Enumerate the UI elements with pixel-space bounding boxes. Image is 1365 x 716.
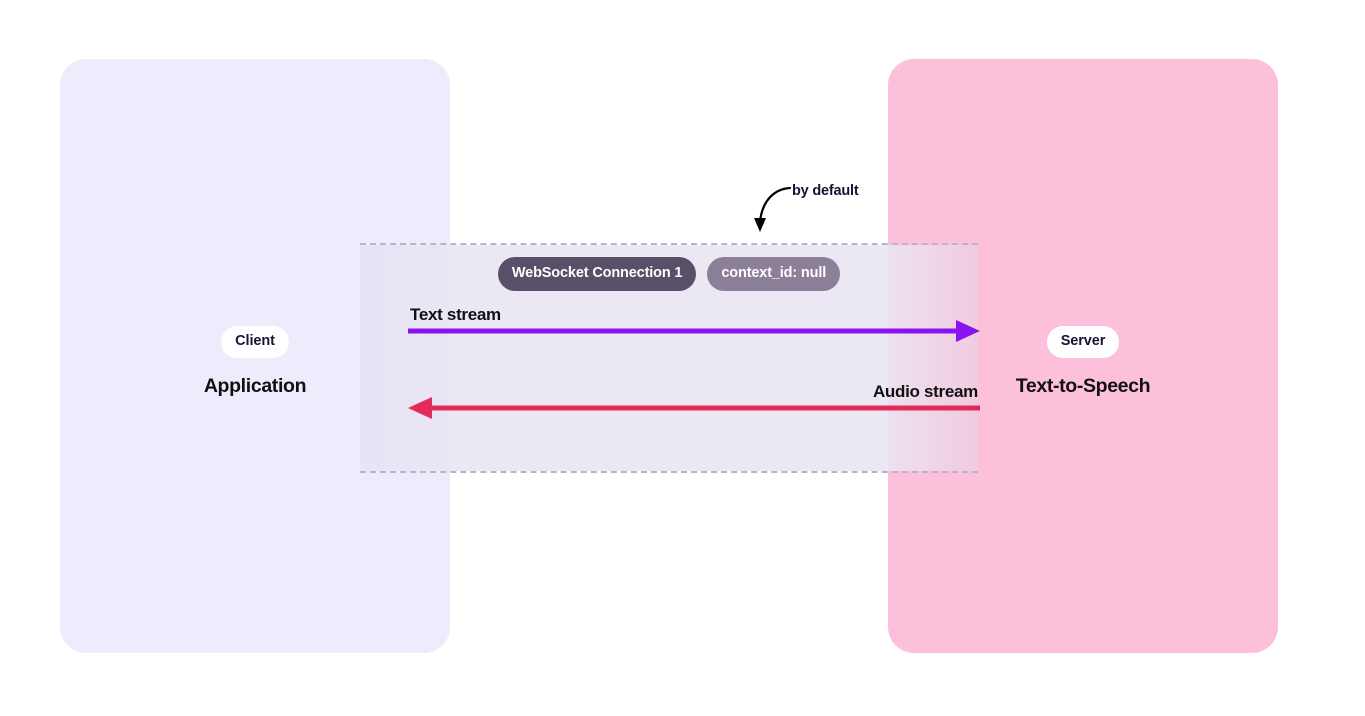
curved-arrow-icon — [754, 186, 792, 232]
by-default-annotation: by default — [744, 170, 924, 245]
server-panel-content: Server Text-to-Speech — [888, 326, 1278, 398]
text-stream-label: Text stream — [410, 305, 501, 324]
server-panel-title: Text-to-Speech — [1015, 374, 1151, 397]
client-panel-title: Application — [203, 374, 307, 397]
text-stream-arrow-icon — [408, 320, 980, 342]
by-default-label: by default — [792, 183, 859, 199]
audio-stream-arrow-icon — [408, 397, 980, 419]
client-panel-content: Client Application — [60, 326, 450, 398]
server-role-badge: Server — [1046, 326, 1120, 358]
websocket-connection-channel: WebSocket Connection 1 context_id: null T… — [360, 243, 980, 473]
websocket-connection-chip: WebSocket Connection 1 — [497, 257, 697, 291]
context-id-chip: context_id: null — [707, 257, 841, 291]
client-role-badge: Client — [221, 326, 289, 358]
audio-stream-label: Audio stream — [872, 382, 978, 401]
connection-chip-row: WebSocket Connection 1 context_id: null — [360, 257, 978, 291]
